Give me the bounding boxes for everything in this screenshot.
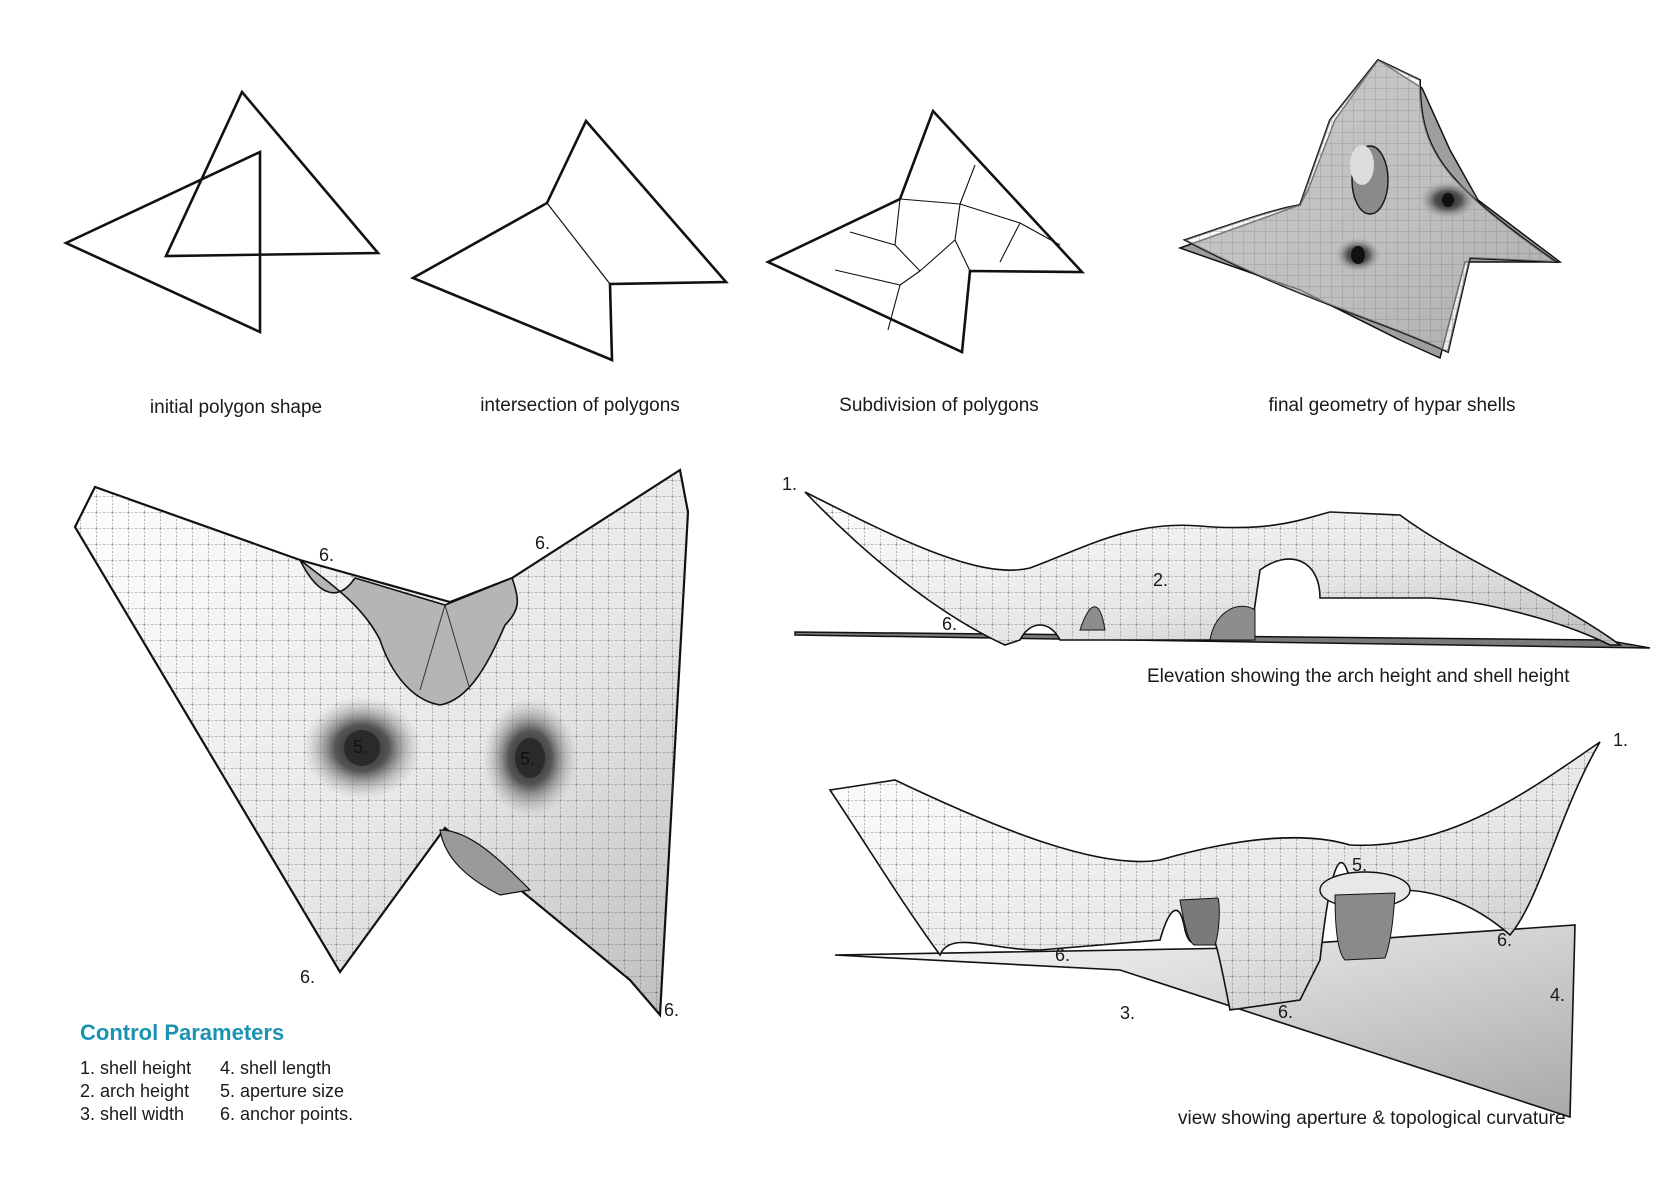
elevation-marker-six: 6. — [942, 614, 957, 635]
elevation-marker-two: 2. — [1153, 570, 1168, 591]
intersection-figure — [413, 121, 726, 360]
caption-final-geometry: final geometry of hypar shells — [1268, 395, 1515, 417]
plan-marker-six-b: 6. — [535, 533, 550, 554]
plan-view-figure — [75, 470, 688, 1015]
view-marker-six-c: 6. — [1497, 930, 1512, 951]
subdivision-figure — [768, 111, 1082, 352]
param-item: 4. shell length — [220, 1058, 380, 1079]
param-item: 3. shell width — [80, 1104, 220, 1125]
param-item: 5. aperture size — [220, 1081, 380, 1102]
param-item: 1. shell height — [80, 1058, 220, 1079]
view-marker-six-b: 6. — [1278, 1002, 1293, 1023]
param-item: 2. arch height — [80, 1081, 220, 1102]
caption-subdivision: Subdivision of polygons — [839, 395, 1039, 417]
elevation-figure — [795, 492, 1650, 648]
view-marker-one: 1. — [1613, 730, 1628, 751]
caption-initial-polygon: initial polygon shape — [150, 397, 322, 419]
caption-intersection: intersection of polygons — [480, 395, 680, 417]
plan-marker-five-a: 5. — [353, 737, 368, 758]
plan-marker-six-a: 6. — [319, 545, 334, 566]
view-marker-six-a: 6. — [1055, 945, 1070, 966]
caption-elevation: Elevation showing the arch height and sh… — [1147, 666, 1570, 688]
elevation-marker-one: 1. — [782, 474, 797, 495]
initial-polygon-figure — [66, 92, 378, 332]
caption-perspective-view: view showing aperture & topological curv… — [1178, 1108, 1566, 1130]
plan-marker-six-d: 6. — [664, 1000, 679, 1021]
plan-marker-six-c: 6. — [300, 967, 315, 988]
perspective-view-figure — [830, 742, 1600, 1117]
plan-marker-five-b: 5. — [520, 749, 535, 770]
view-marker-three: 3. — [1120, 1003, 1135, 1024]
final-geometry-figure — [1180, 60, 1560, 358]
control-parameters-title: Control Parameters — [80, 1020, 284, 1046]
param-item: 6. anchor points. — [220, 1104, 380, 1125]
view-marker-four: 4. — [1550, 985, 1565, 1006]
view-marker-five: 5. — [1352, 855, 1367, 876]
control-parameters-list: 1. shell height 4. shell length 2. arch … — [80, 1058, 380, 1125]
